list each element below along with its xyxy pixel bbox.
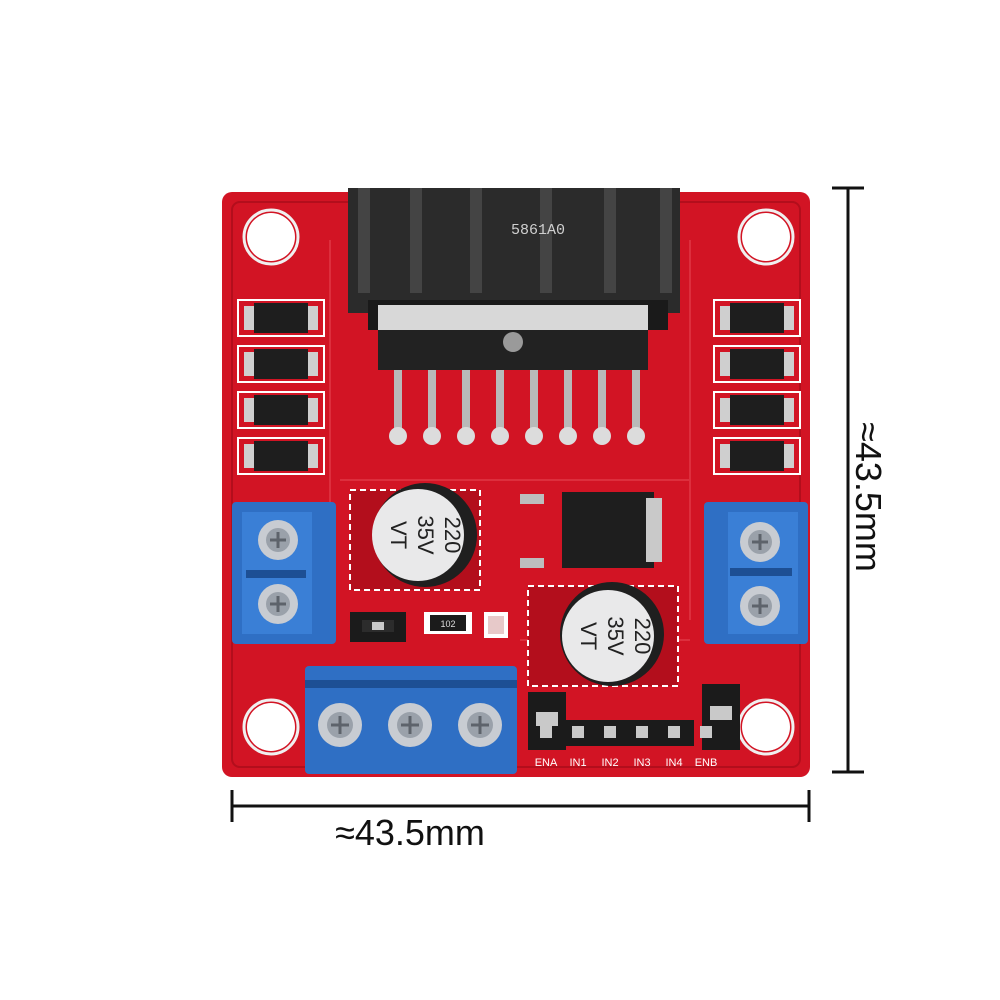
- header-pin: IN1: [569, 726, 587, 769]
- header-pin: IN4: [665, 726, 683, 769]
- screw-terminal-bottom: [305, 666, 517, 774]
- pin-header: [528, 684, 740, 750]
- header-pin-label: IN2: [601, 757, 618, 769]
- capacitor-1-value: 220: [440, 517, 465, 554]
- mounting-hole-bottom-left: [242, 698, 300, 756]
- header-pin-label: IN1: [569, 757, 586, 769]
- header-pin: ENB: [695, 726, 718, 769]
- header-pin: IN3: [633, 726, 651, 769]
- ic-leg: [423, 370, 441, 445]
- ic-leg: [491, 370, 509, 445]
- capacitor-2-voltage: 35V: [603, 616, 628, 655]
- smd-diode: [237, 345, 325, 383]
- driver-ic: [378, 330, 648, 370]
- header-pin: ENA: [535, 726, 558, 769]
- jumper-5v: [350, 612, 406, 642]
- header-pin-labels: ENA IN1 IN2 IN3 IN4 ENB: [535, 726, 718, 769]
- width-dimension-label: ≈43.5mm: [335, 812, 485, 853]
- ic-leg: [627, 370, 645, 445]
- diode-column-left: [237, 299, 325, 475]
- capacitor-1-series: VT: [386, 521, 411, 549]
- header-pin-label: IN3: [633, 757, 650, 769]
- header-pin-label: ENB: [695, 757, 718, 769]
- height-dimension-label: ≈43.5mm: [848, 422, 889, 572]
- resistor-102: 102: [424, 612, 472, 634]
- header-pin: IN2: [601, 726, 619, 769]
- smd-diode: [237, 437, 325, 475]
- dimension-line-vertical: [832, 186, 864, 774]
- diode-column-right: [713, 299, 801, 475]
- screw-terminal-right: [704, 502, 808, 644]
- capacitor-1: 220 35V VT: [349, 483, 481, 591]
- ic-leg: [593, 370, 611, 445]
- header-pin-label: ENA: [535, 757, 558, 769]
- capacitor-2-series: VT: [576, 622, 601, 650]
- ic-leg: [559, 370, 577, 445]
- smd-diode: [237, 299, 325, 337]
- header-pin-label: IN4: [665, 757, 682, 769]
- ic-leg: [389, 370, 407, 445]
- screw-terminal-left: [232, 502, 336, 644]
- smd-diode: [713, 345, 801, 383]
- smd-diode: [713, 299, 801, 337]
- ic-legs: [389, 370, 645, 445]
- power-led: [484, 612, 508, 638]
- smd-diode: [237, 391, 325, 429]
- dimension-line-horizontal: [230, 790, 811, 822]
- resistor-code: 102: [440, 619, 455, 629]
- heatsink: [348, 188, 680, 330]
- voltage-regulator: [520, 492, 662, 568]
- chip-marking: 5861A0: [511, 222, 565, 239]
- capacitor-2: 220 35V VT: [527, 582, 679, 687]
- mounting-hole-top-left: [242, 208, 300, 266]
- capacitor-2-value: 220: [630, 618, 655, 655]
- ic-leg: [525, 370, 543, 445]
- capacitor-1-voltage: 35V: [413, 515, 438, 554]
- ic-leg: [457, 370, 475, 445]
- smd-diode: [713, 437, 801, 475]
- mounting-hole-top-right: [737, 208, 795, 266]
- mounting-hole-bottom-right: [737, 698, 795, 756]
- smd-diode: [713, 391, 801, 429]
